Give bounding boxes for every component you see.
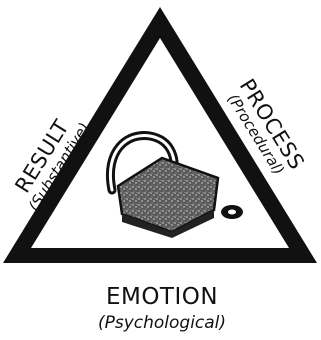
emotion-title: EMOTION xyxy=(106,284,218,310)
emotion-subtitle: (Psychological) xyxy=(98,313,226,333)
